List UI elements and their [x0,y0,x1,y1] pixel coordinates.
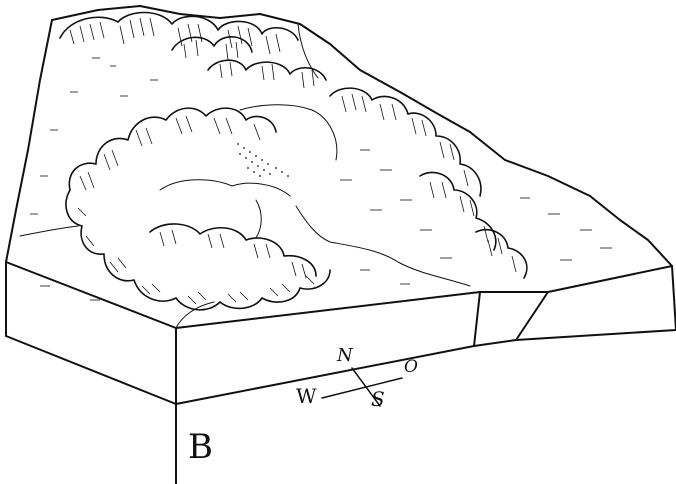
compass-west-label: W [296,386,317,406]
stippled-area [237,143,289,177]
compass-south-label: S [371,389,385,409]
block-east-edge [672,266,676,330]
compass-north-label: N [337,347,353,365]
block-top-outline [52,6,672,266]
panel-letter: B [188,430,213,464]
northern-hill-ridge [60,13,326,89]
block-top-front-edge [6,262,672,328]
compass-east-label: O [404,359,418,376]
block-front-face-right [176,330,676,404]
central-horseshoe-ridge [66,108,330,310]
fault-line-1 [474,292,480,346]
fault-line-2 [516,292,548,340]
block-west-edge-top [6,20,52,262]
plain-hatching [30,58,612,300]
eastern-hill-ridge [330,88,527,278]
